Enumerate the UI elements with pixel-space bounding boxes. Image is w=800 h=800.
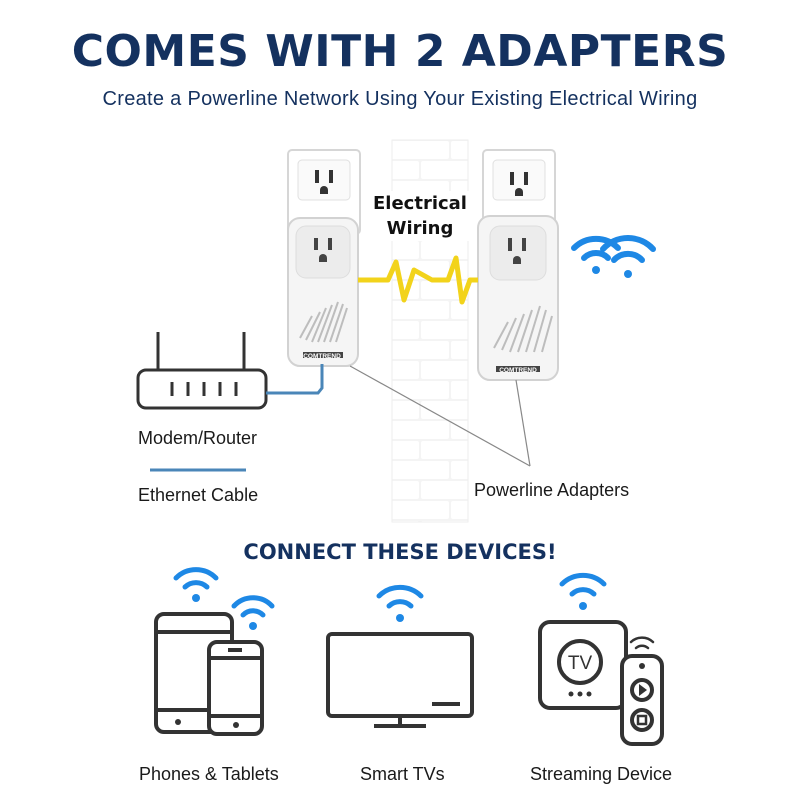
electrical-wiring-line1: Electrical [373, 193, 467, 214]
ethernet-cable [266, 364, 324, 395]
device-label-phones-tablets: Phones & Tablets [139, 764, 279, 784]
streaming-wifi-icon [559, 572, 607, 610]
electrical-wiring-line2: Wiring [386, 218, 454, 239]
page-title: COMES WITH 2 ADAPTERS [71, 26, 729, 77]
left-wall-outlet [287, 149, 361, 235]
streaming-device-icon [538, 620, 664, 746]
phone-tablet-icon [154, 612, 264, 736]
electrical-wiring-label: Electrical Wiring [365, 191, 475, 241]
phone-wifi-icon [173, 567, 219, 602]
adapter-pointer-lines [349, 365, 531, 467]
ethernet-cable-label: Ethernet Cable [138, 485, 259, 505]
right-adapter-brand: COMTREND [499, 367, 537, 374]
adapter-wifi-icon [571, 235, 656, 278]
device-label-streaming-device: Streaming Device [530, 764, 673, 784]
tablet-wifi-icon [231, 595, 275, 630]
modem-router-icon [136, 332, 268, 410]
remote-signal-icon [629, 636, 655, 650]
electrical-pulse [358, 255, 478, 305]
device-label-smart-tvs: Smart TVs [360, 764, 445, 784]
right-powerline-adapter [477, 215, 559, 381]
section-title: CONNECT THESE DEVICES! [243, 540, 557, 564]
page-subtitle: Create a Powerline Network Using Your Ex… [102, 88, 698, 110]
powerline-adapters-label: Powerline Adapters [474, 480, 630, 500]
modem-router-label: Modem/Router [138, 428, 258, 448]
left-adapter-brand: COMTREND [303, 353, 341, 360]
streaming-screen-text: TV [568, 653, 593, 674]
tv-wifi-icon [376, 584, 424, 622]
left-powerline-adapter [287, 217, 359, 367]
tv-icon [326, 632, 474, 728]
